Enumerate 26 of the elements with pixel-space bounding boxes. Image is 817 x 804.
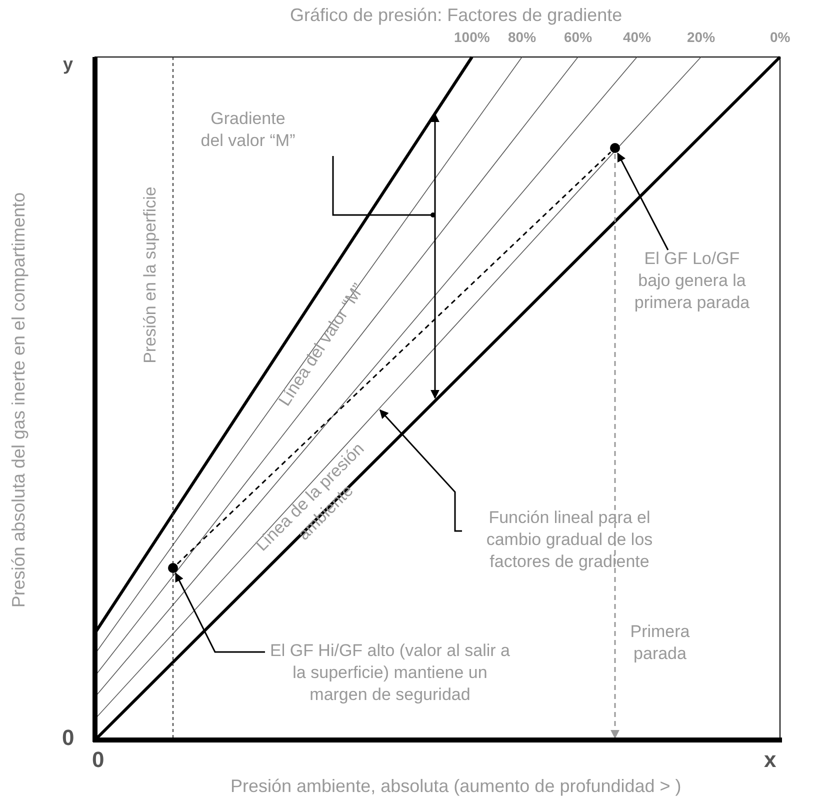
axis-title: Presión absoluta del gas inerte en el compartimento [7,192,30,608]
dashed-line [176,152,612,564]
arrow [379,409,462,532]
arrow [617,152,669,250]
data-point [610,143,620,153]
percent-label: 20% [687,28,716,47]
callout-text: Gradiente del valor “M” [198,108,298,152]
percent-label: 40% [623,28,652,47]
axis-letter: 0 [92,749,104,771]
axis-letter: x [764,749,776,771]
dashed-line [610,154,620,739]
percent-label: 80% [508,28,536,47]
data-point [168,563,178,573]
axis-title: Presión ambiente, absoluta (aumento de profundidad > ) [230,775,682,797]
percent-label: 0% [770,28,790,47]
chart-title: Gráfico de presión: Factores de gradiente [290,4,622,26]
axis-letter: 0 [62,727,74,749]
percent-label: 60% [564,28,592,47]
callout-text: El GF Hi/GF alto (valor al salir a la superficie) mantiene un margen de seguridad [265,640,515,706]
reference-line-label: Presión en la superficie [138,186,160,364]
callout-text: El GF Lo/GF bajo genera la primera parada [632,248,752,314]
annotation-text: Primera parada [629,621,691,665]
axis-letter: y [63,53,74,75]
percent-label: 100% [454,28,490,47]
leader-line [332,156,436,218]
arrow [175,572,265,653]
